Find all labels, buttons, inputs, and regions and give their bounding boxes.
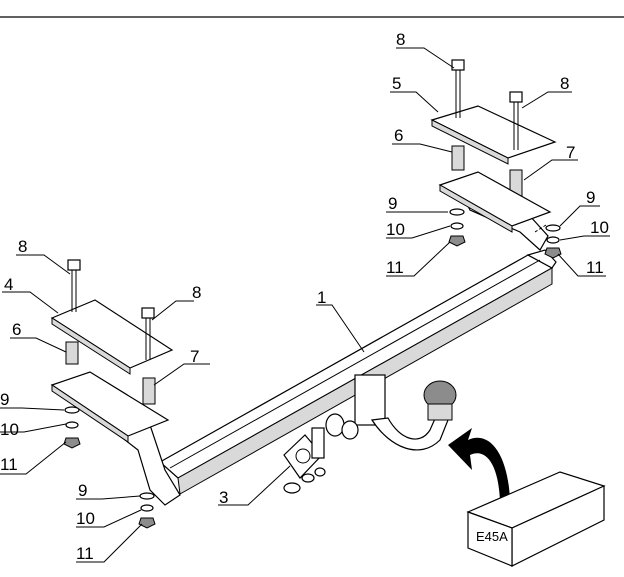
left-bolt-8b xyxy=(141,307,155,360)
callout-9-right: 9 xyxy=(388,194,397,213)
right-plate-part-5 xyxy=(430,105,557,165)
callout-5-right: 5 xyxy=(392,74,401,93)
callout-8-left-top: 8 xyxy=(18,237,27,256)
callout-8-left-right: 8 xyxy=(192,283,201,302)
callout-8-right-top: 8 xyxy=(396,30,405,49)
callout-11-far-right: 11 xyxy=(586,258,604,277)
callout-10-left: 10 xyxy=(0,420,19,439)
callout-6-right: 6 xyxy=(394,126,403,145)
callout-10-right: 10 xyxy=(386,220,405,239)
callout-9-left: 9 xyxy=(0,390,9,409)
e45a-box: E45A xyxy=(466,471,606,567)
right-bolt-8b xyxy=(509,91,523,150)
leader-lines xyxy=(0,47,610,563)
callout-11-lower: 11 xyxy=(76,544,94,563)
right-lower-plate xyxy=(438,171,552,233)
callout-9-far-right: 9 xyxy=(586,188,595,207)
left-washers xyxy=(63,406,156,529)
callout-7-right: 7 xyxy=(566,143,575,162)
socket-plate-part-3 xyxy=(283,427,326,494)
callout-3: 3 xyxy=(219,488,228,507)
callout-labels: 1 3 4 8 8 6 7 9 10 11 9 10 11 8 5 8 6 7 … xyxy=(0,30,609,563)
callout-7-left: 7 xyxy=(190,347,199,366)
left-lower-plate xyxy=(50,371,170,443)
callout-10-lower: 10 xyxy=(76,509,95,528)
direction-arrow xyxy=(448,428,510,500)
callout-1: 1 xyxy=(317,288,326,307)
left-bolt-8a xyxy=(67,259,81,312)
callout-10-far-right: 10 xyxy=(590,218,609,237)
callout-8-right-right: 8 xyxy=(560,74,569,93)
right-spacer-6 xyxy=(451,145,465,171)
left-plate-part-4 xyxy=(50,299,174,375)
box-label: E45A xyxy=(476,529,508,544)
callout-11-left: 11 xyxy=(0,455,18,474)
left-spacer-7 xyxy=(142,377,156,405)
right-bolt-8a xyxy=(451,59,465,118)
callout-4-left: 4 xyxy=(4,275,13,294)
callout-11-right: 11 xyxy=(386,258,404,277)
right-washers xyxy=(448,208,562,259)
left-spacer-6 xyxy=(65,341,79,365)
callout-9-lower: 9 xyxy=(78,481,87,500)
tow-neck-and-ball xyxy=(325,374,457,451)
callout-6-left: 6 xyxy=(12,320,21,339)
